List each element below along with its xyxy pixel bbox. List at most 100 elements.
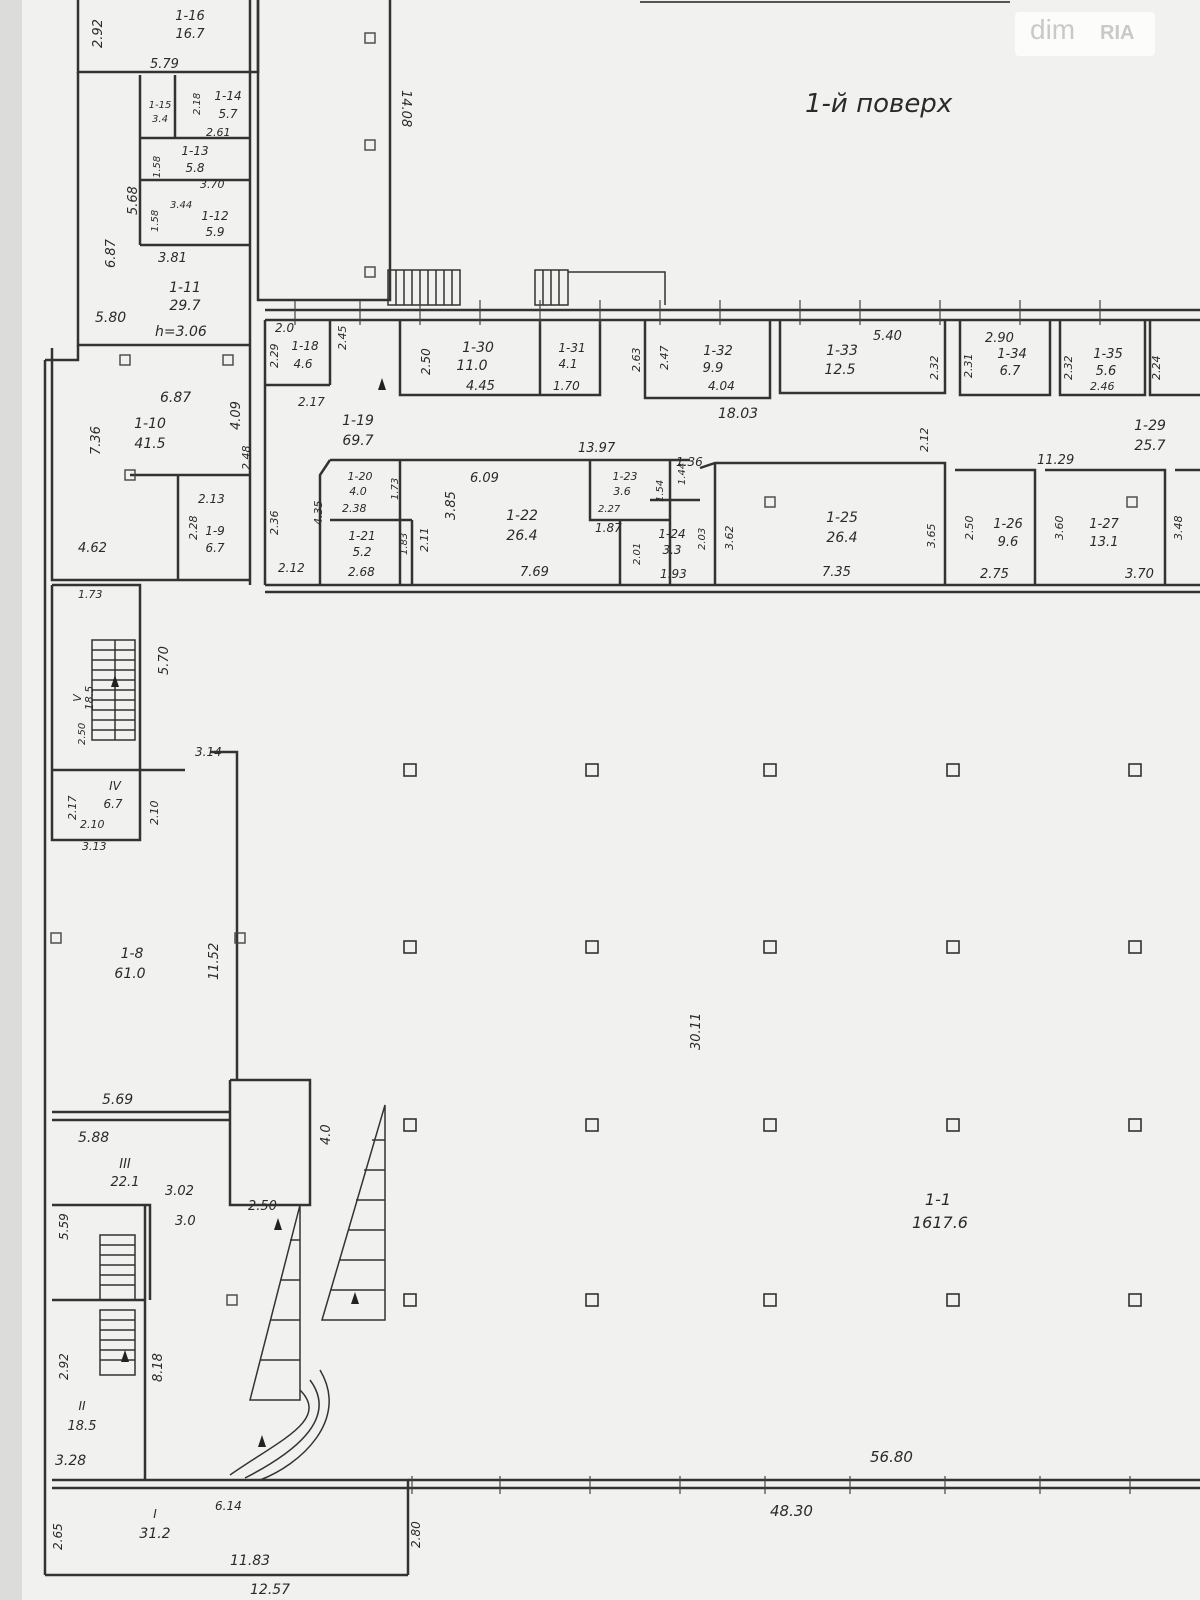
dimension-label: 3.70 bbox=[1125, 567, 1154, 582]
dimension-label: 6.14 bbox=[215, 1499, 242, 1513]
dimension-label: 2.18 bbox=[192, 93, 203, 115]
page-margin bbox=[0, 0, 22, 1600]
dimension-labels: 5.79 2.92 14.08 2.18 2.61 1.58 3.70 5.68… bbox=[51, 19, 1185, 1598]
dimension-label: 2.50 bbox=[963, 516, 976, 541]
room-id: 1-18 bbox=[291, 339, 319, 353]
room-label: 1-314.1 bbox=[558, 341, 585, 371]
column-marker bbox=[364, 266, 376, 278]
dimension-label: 5.59 bbox=[57, 1213, 71, 1240]
dimension-label: 3.14 bbox=[195, 745, 222, 759]
room-id: 1-22 bbox=[506, 508, 538, 524]
room-label: 1-18 4.6 bbox=[291, 339, 319, 371]
wall-room-1-10 bbox=[50, 348, 250, 582]
room-id: 1-21 bbox=[348, 529, 375, 543]
dimension-label: 2.0 bbox=[275, 321, 294, 335]
dimension-label: 2.48 bbox=[240, 446, 253, 471]
arrow-up-icon bbox=[121, 1350, 129, 1362]
column-marker bbox=[1128, 1293, 1142, 1307]
column-marker bbox=[585, 940, 599, 954]
dimension-label: 7.69 bbox=[520, 565, 549, 580]
room-area: 4.1 bbox=[558, 357, 577, 371]
dimension-label: 1.58 bbox=[150, 210, 161, 232]
dimension-label: 2.75 bbox=[980, 567, 1009, 582]
dimension-label: 7.36 bbox=[89, 426, 104, 455]
room-id: 1-15 bbox=[149, 100, 172, 111]
dimension-label: 3.62 bbox=[723, 526, 736, 551]
room-id: V bbox=[71, 693, 84, 702]
dimension-label: 2.38 bbox=[342, 502, 367, 515]
dimension-label: 48.30 bbox=[770, 1502, 813, 1520]
room-id: 1-23 bbox=[613, 470, 638, 483]
room-id: 1-1 bbox=[925, 1190, 951, 1209]
room-label: 1-125.9 bbox=[201, 209, 228, 239]
dimension-label: 11.29 bbox=[1037, 453, 1074, 468]
dimension-label: 3.02 bbox=[165, 1184, 194, 1199]
wall-III-north bbox=[52, 1078, 312, 1207]
room-area: 4.0 bbox=[349, 485, 367, 498]
room-id: 1-20 bbox=[348, 470, 373, 483]
dimension-label: 30.11 bbox=[689, 1013, 704, 1050]
room-label: 1-153.4 bbox=[149, 100, 172, 125]
room-label: 1-269.6 bbox=[993, 517, 1023, 550]
room-area: 5.6 bbox=[1096, 364, 1117, 379]
room-id: 1-16 bbox=[175, 9, 205, 24]
dimension-label: 2.45 bbox=[336, 326, 349, 351]
stair-II-lower bbox=[99, 1309, 136, 1376]
column-marker bbox=[763, 763, 777, 777]
room-id: 1-19 bbox=[342, 413, 374, 429]
dimension-label: 3.28 bbox=[55, 1453, 86, 1469]
dimension-label: 3.65 bbox=[925, 524, 938, 549]
dimension-label: 5.68 bbox=[126, 186, 141, 215]
dimension-label: 2.27 bbox=[598, 504, 621, 515]
dimension-label: 1.93 bbox=[660, 567, 687, 581]
room-id: IV bbox=[109, 779, 122, 793]
wall-1-18 bbox=[265, 320, 332, 387]
dimension-label: 11.83 bbox=[230, 1553, 270, 1569]
column-marker bbox=[585, 1293, 599, 1307]
dimension-label: 1.54 bbox=[655, 480, 666, 502]
arrow-up-icon bbox=[111, 675, 119, 687]
column-marker bbox=[403, 1293, 417, 1307]
room-id: 1-33 bbox=[826, 343, 858, 359]
wall-small-rooms bbox=[138, 75, 250, 247]
dimension-label: 4.04 bbox=[708, 379, 735, 393]
columns bbox=[50, 32, 1142, 1307]
dimension-label: 2.29 bbox=[268, 344, 281, 369]
dimension-label: 4.09 bbox=[229, 401, 244, 430]
dimension-label: 2.63 bbox=[630, 348, 643, 373]
room-id: 1-12 bbox=[201, 209, 228, 223]
room-label: 1-346.7 bbox=[997, 347, 1027, 379]
dimension-label: 3.44 bbox=[170, 200, 192, 211]
dimension-label: 2.92 bbox=[57, 1353, 71, 1380]
dimension-label: 5.79 bbox=[150, 57, 179, 72]
room-id: 1-8 bbox=[121, 946, 144, 962]
dimension-label: 56.80 bbox=[870, 1448, 913, 1466]
column-marker bbox=[403, 940, 417, 954]
room-id: 1-13 bbox=[181, 144, 208, 158]
room-label: 1-215.2 bbox=[348, 529, 375, 559]
column-marker bbox=[124, 469, 136, 481]
wall-north-corridor bbox=[265, 308, 1200, 322]
room-area: 1617.6 bbox=[912, 1213, 968, 1232]
wall-1-25-1-27 bbox=[699, 461, 1200, 585]
dimension-label: 6.87 bbox=[104, 238, 119, 268]
column-marker bbox=[50, 932, 62, 944]
room-label: 1-96.7 bbox=[205, 524, 225, 555]
room-id: 1-26 bbox=[993, 517, 1023, 532]
room-area: 4.6 bbox=[293, 357, 312, 371]
room-area: 31.2 bbox=[139, 1526, 170, 1542]
room-id: III bbox=[119, 1157, 131, 1172]
dimension-label: 1.83 bbox=[399, 533, 410, 555]
dimension-label: 2.50 bbox=[419, 348, 433, 375]
room-label: I31.2 bbox=[139, 1507, 170, 1542]
room-label: 1-861.0 bbox=[114, 946, 145, 982]
room-id: 1-34 bbox=[997, 347, 1027, 362]
dimension-label: 2.46 bbox=[1090, 380, 1115, 393]
